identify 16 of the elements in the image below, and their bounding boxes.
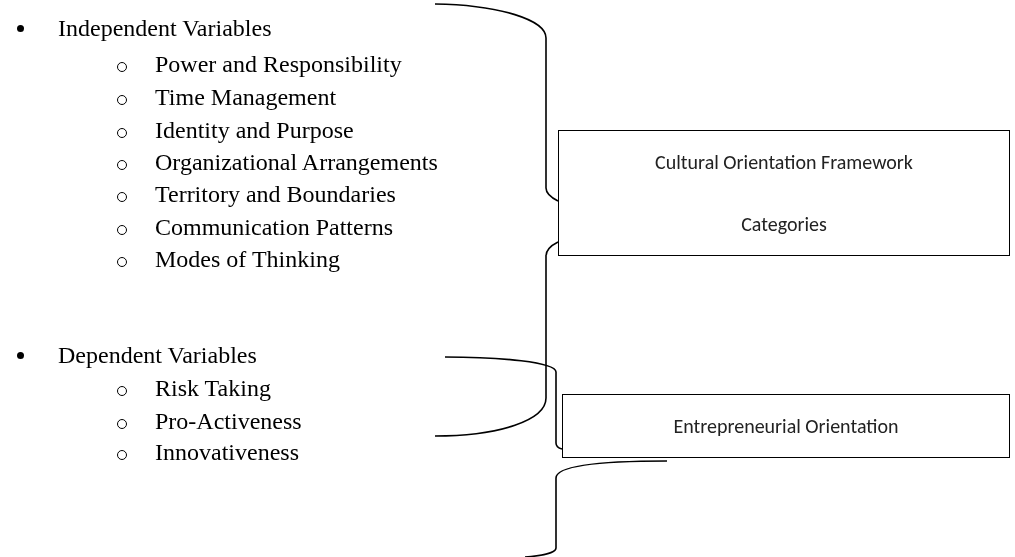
list-item: Identity and Purpose bbox=[155, 116, 354, 144]
list-item: Pro-Activeness bbox=[155, 407, 302, 435]
list-item: Territory and Boundaries bbox=[155, 180, 396, 208]
list-heading: Dependent Variables bbox=[58, 341, 257, 369]
list-item: Innovativeness bbox=[155, 438, 299, 466]
list-heading: Independent Variables bbox=[58, 14, 272, 42]
box-label: Entrepreneurial Orientation bbox=[672, 413, 900, 440]
list-item: Modes of Thinking bbox=[155, 245, 340, 273]
list-item: Communication Patterns bbox=[155, 213, 393, 241]
box-label: Cultural Orientation Framework Categories bbox=[654, 149, 914, 238]
list-item: Power and Responsibility bbox=[155, 50, 402, 78]
list-item: Risk Taking bbox=[155, 374, 271, 402]
list-item: Organizational Arrangements bbox=[155, 148, 438, 176]
list-item: Time Management bbox=[155, 83, 337, 111]
text-box bbox=[562, 394, 1010, 458]
text-box bbox=[558, 130, 1010, 256]
